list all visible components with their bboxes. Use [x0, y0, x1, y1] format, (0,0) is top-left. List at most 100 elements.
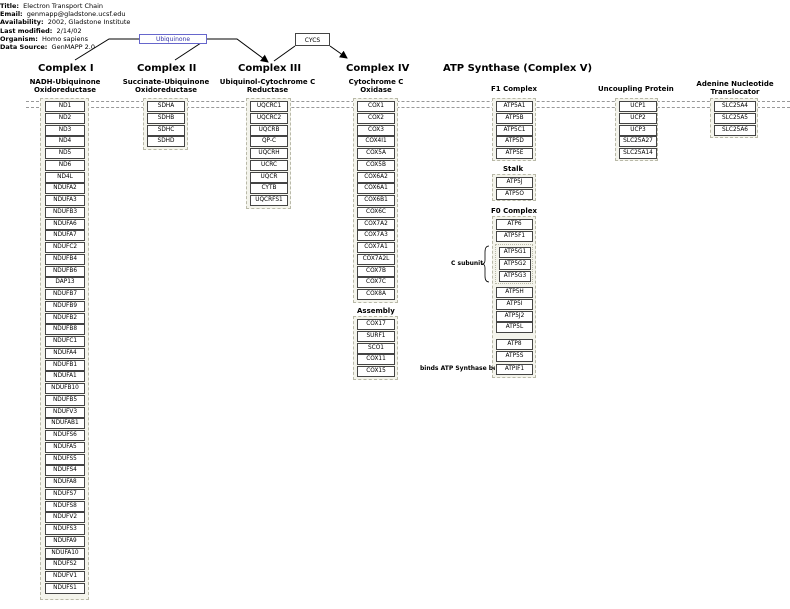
- gene-box-ndufa6[interactable]: NDUFA6: [45, 218, 85, 230]
- gene-box-atp5e[interactable]: ATP5E: [496, 148, 533, 159]
- gene-box-cox1[interactable]: COX1: [357, 101, 395, 112]
- gene-box-ucrc[interactable]: UCRC: [250, 159, 288, 171]
- gene-box-cox17[interactable]: COX17: [357, 319, 395, 330]
- gene-box-ndufa8[interactable]: NDUFA8: [45, 477, 85, 488]
- gene-box-cox7a2[interactable]: COX7A2: [357, 218, 395, 230]
- gene-box-ndufb10[interactable]: NDUFB10: [45, 383, 85, 394]
- gene-box-sdha[interactable]: SDHA: [147, 101, 185, 112]
- gene-box-sco1[interactable]: SCO1: [357, 342, 395, 354]
- gene-box-nd3[interactable]: ND3: [45, 124, 85, 136]
- gene-box-ndufb9[interactable]: NDUFB9: [45, 300, 85, 312]
- gene-box-ndufv2[interactable]: NDUFV2: [45, 512, 85, 524]
- gene-box-atp5d[interactable]: ATP5D: [496, 136, 533, 148]
- gene-box-cox5a[interactable]: COX5A: [357, 148, 395, 159]
- gene-box-ndufv3[interactable]: NDUFV3: [45, 406, 85, 418]
- gene-box-atp5f1[interactable]: ATP5F1: [496, 230, 533, 242]
- gene-box-ucp1[interactable]: UCP1: [619, 101, 657, 112]
- gene-box-ndufc1[interactable]: NDUFC1: [45, 336, 85, 347]
- gene-box-slc25a14[interactable]: SLC25A14: [619, 148, 657, 159]
- gene-box-atp5a1[interactable]: ATP5A1: [496, 101, 533, 112]
- gene-box-uqcr[interactable]: UQCR: [250, 171, 288, 183]
- gene-box-cox4i1[interactable]: COX4I1: [357, 136, 395, 148]
- gene-box-cox7c[interactable]: COX7C: [357, 277, 395, 289]
- gene-box-ndufv1[interactable]: NDUFV1: [45, 571, 85, 582]
- gene-box-nd6[interactable]: ND6: [45, 159, 85, 171]
- gene-box-nd4l[interactable]: ND4L: [45, 171, 85, 183]
- gene-box-cox7a2l[interactable]: COX7A2L: [357, 253, 395, 265]
- gene-box-cox8a[interactable]: COX8A: [357, 289, 395, 300]
- gene-box-ucp2[interactable]: UCP2: [619, 112, 657, 124]
- gene-box-uqcrc1[interactable]: UQCRC1: [250, 101, 288, 112]
- gene-box-ndufb6[interactable]: NDUFB6: [45, 265, 85, 277]
- gene-box-ndufb7[interactable]: NDUFB7: [45, 289, 85, 300]
- ubiquinone-node[interactable]: Ubiquinone: [139, 34, 207, 44]
- gene-box-ndufs4[interactable]: NDUFS4: [45, 465, 85, 477]
- gene-box-slc25a5[interactable]: SLC25A5: [714, 112, 756, 124]
- gene-box-atp5s[interactable]: ATP5S: [496, 350, 533, 362]
- gene-box-slc25a27[interactable]: SLC25A27: [619, 136, 657, 148]
- gene-box-ndufb2[interactable]: NDUFB2: [45, 312, 85, 324]
- gene-box-sdhd[interactable]: SDHD: [147, 136, 185, 148]
- gene-box-ndufb3[interactable]: NDUFB3: [45, 206, 85, 218]
- gene-box-atp5l[interactable]: ATP5L: [496, 322, 533, 334]
- gene-box-nd2[interactable]: ND2: [45, 112, 85, 124]
- gene-box-sdhc[interactable]: SDHC: [147, 124, 185, 136]
- gene-box-cox5b[interactable]: COX5B: [357, 159, 395, 171]
- gene-box-cox7a3[interactable]: COX7A3: [357, 230, 395, 242]
- gene-box-nd5[interactable]: ND5: [45, 148, 85, 159]
- gene-box-atp5h[interactable]: ATP5H: [496, 287, 533, 298]
- gene-box-ndufa5[interactable]: NDUFA5: [45, 441, 85, 453]
- gene-box-surf1[interactable]: SURF1: [357, 330, 395, 342]
- gene-box-atp6[interactable]: ATP6: [496, 219, 533, 230]
- gene-box-ndufb8[interactable]: NDUFB8: [45, 324, 85, 336]
- gene-box-ndufa10[interactable]: NDUFA10: [45, 547, 85, 559]
- gene-box-ndufa7[interactable]: NDUFA7: [45, 230, 85, 242]
- gene-box-cox6a1[interactable]: COX6A1: [357, 183, 395, 195]
- gene-box-atp5g2[interactable]: ATP5G2: [499, 258, 531, 270]
- gene-box-ndufs1[interactable]: NDUFS1: [45, 582, 85, 594]
- gene-box-ndufs8[interactable]: NDUFS8: [45, 500, 85, 512]
- gene-box-atp5b[interactable]: ATP5B: [496, 112, 533, 124]
- gene-box-atp8[interactable]: ATP8: [496, 339, 533, 350]
- gene-box-uqcrfs1[interactable]: UQCRFS1: [250, 195, 288, 206]
- gene-box-ndufa9[interactable]: NDUFA9: [45, 535, 85, 547]
- gene-box-slc25a6[interactable]: SLC25A6: [714, 124, 756, 136]
- gene-box-cox2[interactable]: COX2: [357, 112, 395, 124]
- gene-box-cox7b[interactable]: COX7B: [357, 265, 395, 277]
- gene-box-atp5j[interactable]: ATP5J: [496, 177, 533, 188]
- gene-box-sdhb[interactable]: SDHB: [147, 112, 185, 124]
- gene-box-nd1[interactable]: ND1: [45, 101, 85, 112]
- gene-box-atp5i[interactable]: ATP5I: [496, 298, 533, 310]
- gene-box-cox7a1[interactable]: COX7A1: [357, 242, 395, 253]
- gene-box-ndufab1[interactable]: NDUFAB1: [45, 418, 85, 430]
- gene-box-ndufs6[interactable]: NDUFS6: [45, 430, 85, 441]
- gene-box-ucp3[interactable]: UCP3: [619, 124, 657, 136]
- gene-box-atp5c1[interactable]: ATP5C1: [496, 124, 533, 136]
- gene-box-uqcrc2[interactable]: UQCRC2: [250, 112, 288, 124]
- gene-box-qp-c[interactable]: QP-C: [250, 136, 288, 148]
- gene-box-slc25a4[interactable]: SLC25A4: [714, 101, 756, 112]
- gene-box-atp5g3[interactable]: ATP5G3: [499, 270, 531, 282]
- gene-box-dap13[interactable]: DAP13: [45, 277, 85, 289]
- gene-box-ndufb5[interactable]: NDUFB5: [45, 394, 85, 406]
- gene-box-uqcrb[interactable]: UQCRB: [250, 124, 288, 136]
- gene-box-ndufs3[interactable]: NDUFS3: [45, 524, 85, 535]
- gene-box-cox6b1[interactable]: COX6B1: [357, 195, 395, 206]
- gene-box-ndufa2[interactable]: NDUFA2: [45, 183, 85, 195]
- gene-box-nd4[interactable]: ND4: [45, 136, 85, 148]
- gene-box-cox11[interactable]: COX11: [357, 354, 395, 366]
- gene-box-ndufa1[interactable]: NDUFA1: [45, 371, 85, 383]
- gene-box-cox15[interactable]: COX15: [357, 366, 395, 377]
- gene-box-atp5j2[interactable]: ATP5J2: [496, 310, 533, 322]
- gene-box-cox6a2[interactable]: COX6A2: [357, 171, 395, 183]
- gene-box-uqcrh[interactable]: UQCRH: [250, 148, 288, 159]
- gene-box-atp5g1[interactable]: ATP5G1: [499, 247, 531, 258]
- gene-box-ndufs2[interactable]: NDUFS2: [45, 559, 85, 571]
- gene-box-ndufs7[interactable]: NDUFS7: [45, 488, 85, 500]
- gene-box-ndufs5[interactable]: NDUFS5: [45, 453, 85, 465]
- gene-box-cox6c[interactable]: COX6C: [357, 206, 395, 218]
- gene-box-atpif1[interactable]: ATPIF1: [496, 364, 533, 375]
- gene-box-cox3[interactable]: COX3: [357, 124, 395, 136]
- gene-box-cytb[interactable]: CYTB: [250, 183, 288, 195]
- gene-box-ndufa3[interactable]: NDUFA3: [45, 195, 85, 206]
